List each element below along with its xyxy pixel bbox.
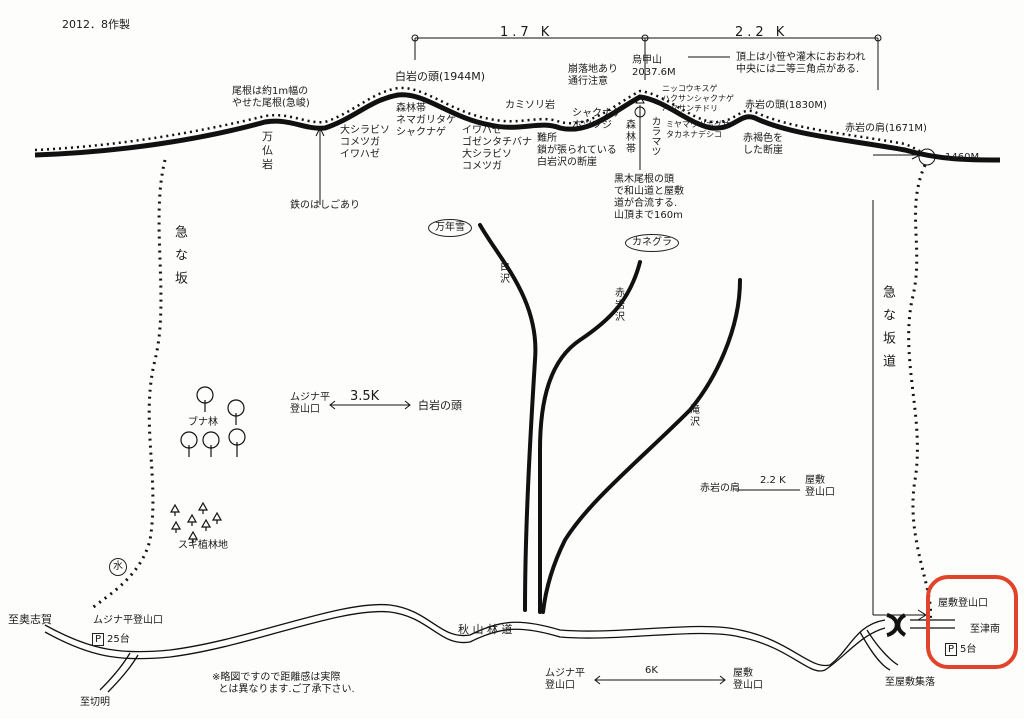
summit-label: 烏甲山 2037.6M (632, 55, 676, 78)
to-tsunan: 至津南 (970, 624, 1000, 635)
trail-ridge-dotted (34, 86, 926, 156)
akaiwa-head: 赤岩の頭(1830M) (745, 100, 827, 111)
distance-left: 1.7 K (500, 25, 554, 40)
shirasawa: 白 沢 (500, 262, 510, 285)
cliff-note: 赤褐色を した断崖 (743, 133, 783, 156)
collapse-warning: 崩落地あり 通行注意 (568, 64, 618, 87)
highlight-circle (926, 575, 1018, 669)
kanegura: カネグラ (625, 234, 679, 252)
to-yashiki-village: 至屋敷集落 (885, 677, 935, 688)
akiyama-forest-road: 秋 山 林 道 (458, 623, 513, 636)
forest-road (44, 603, 955, 693)
karamatsu: カラマツ (649, 116, 660, 156)
tunnel-icon (886, 613, 907, 637)
plants-1: 大シラビソ コメツガ イワハゼ (340, 125, 390, 160)
date-label: 2012．8作製 (62, 18, 130, 31)
manbutsu-rock: 万 仏 岩 (262, 130, 273, 171)
plants-5: ニッコウキスゲ ハクサンシャクナゲ ハクサンチドリ (662, 84, 734, 113)
akaiwa-sawa: 赤 岩 沢 (615, 288, 625, 323)
parking-count: 5台 (960, 644, 977, 655)
distance-2-2k: 2.2 K (760, 475, 786, 486)
steep-slope-left: 急な坂 (172, 225, 187, 294)
shiraiwa-head-2: 白岩の頭 (418, 399, 462, 412)
ladder-note: 鉄のはしごあり (290, 200, 360, 211)
distance-right: 2.2 K (735, 25, 789, 40)
takisawa: 滝 沢 (690, 405, 700, 428)
plants-2: 森林帯 ネマガリタケ シャクナゲ (396, 103, 456, 138)
distance-6k: 6K (645, 665, 658, 676)
forest-zone: 森 林 帯 (626, 120, 636, 155)
akaiwa-shoulder-2: 赤岩の肩 (700, 483, 740, 494)
plants-4: シャクナゲ ホツツジ (572, 108, 622, 131)
summit-note: 頂上は小笹や灌木におおわれ 中央には二等三角点がある. (736, 52, 866, 75)
cedar-trees-icon (169, 501, 223, 543)
parking-icon: P (92, 633, 105, 646)
cedar-plantation: スギ植林地 (178, 540, 228, 551)
to-okushiga: 至奥志賀 (8, 613, 52, 626)
kamisori-rock: カミソリ岩 (505, 100, 555, 111)
mannen-snow: 万年雪 (428, 219, 472, 237)
distance-bars (315, 34, 936, 685)
ridge-note: 尾根は約1m幅の やせた尾根(急峻) (232, 86, 310, 109)
steep-slope-right: 急な坂道 (880, 285, 895, 377)
mujina-trailhead-1: ムジナ平 登山口 (290, 392, 330, 415)
mujina-trailhead-label: ムジナ平登山口 (93, 615, 163, 626)
akaiwa-shoulder: 赤岩の肩(1671M) (845, 123, 927, 134)
shiraiwa-head: 白岩の頭(1944M) (395, 70, 486, 83)
ridge-line (34, 92, 1001, 163)
mujina-trailhead-2: ムジナ平 登山口 (545, 668, 585, 691)
distance-3-5k: 3.5K (350, 389, 380, 404)
trail-yashiki-dotted (907, 164, 933, 621)
yashiki-trailhead-1: 屋敷 登山口 (805, 475, 835, 498)
parking-count: 25台 (107, 634, 130, 645)
to-kirake: 至切明 (80, 697, 110, 708)
difficult-section: 難所 鎖が張られている 白岩沢の断崖 (537, 133, 617, 168)
beech-forest: ブナ林 (188, 417, 218, 428)
parking-icon: P (945, 643, 958, 656)
yashiki-trailhead-2: 屋敷 登山口 (733, 668, 763, 691)
disclaimer-note: ※略図ですので距離感は実際 とは異なります.ご了承下さい. (212, 672, 355, 695)
beech-trees-icon (180, 386, 246, 457)
streams (478, 223, 742, 614)
elevation-1460: 1460M (945, 152, 980, 163)
plants-6: ミヤマウツボグサ タカネナデシコ (666, 120, 730, 139)
plants-3: イワハゼ ゴゼンタチバナ 大シラビソ コメツガ (462, 125, 532, 172)
water-icon: 水 (109, 558, 127, 576)
yashiki-trailhead-label: 屋敷登山口 (938, 598, 988, 609)
junction-note: 黒木尾根の頭 で和山道と屋敷 道が合流する. 山頂まで160m (614, 174, 684, 221)
trail-mujina-dotted (88, 159, 167, 612)
